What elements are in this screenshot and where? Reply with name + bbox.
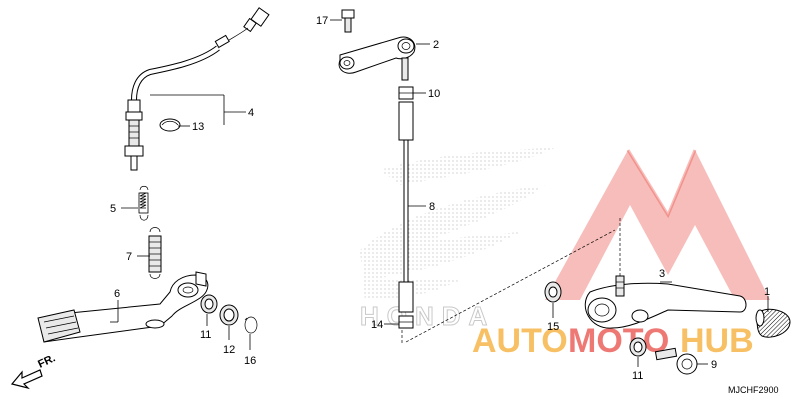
callout-4: 4: [248, 107, 254, 119]
part-10-nut: [398, 86, 414, 100]
part-7-spring: [148, 227, 162, 279]
watermark-hub: HUB: [680, 322, 754, 360]
part-16-clip: [244, 316, 258, 334]
watermark-auto: AUTO: [472, 322, 568, 360]
callout-11-left: 11: [200, 329, 211, 341]
callout-3: 3: [659, 268, 665, 280]
callout-9: 9: [711, 359, 717, 371]
part-14-nut: [398, 315, 414, 329]
part-3-pivot-arm: [584, 275, 747, 329]
part-11-washer-left: [200, 294, 218, 314]
part-5-spring: [138, 185, 149, 221]
callout-14: 14: [371, 319, 383, 331]
part-12-washer: [219, 304, 239, 326]
part-6-brake-pedal: [37, 271, 209, 343]
callout-12: 12: [223, 344, 235, 356]
autmotohub-watermark: AUTO MOTO HUB: [472, 149, 770, 360]
part-8-rod: [398, 101, 414, 313]
watermark-moto: MOTO: [568, 322, 669, 360]
part-4-stop-switch: [124, 7, 270, 171]
part-13-clip: [159, 118, 181, 132]
callout-5: 5: [110, 203, 116, 215]
part-9-bolt: [654, 347, 698, 375]
part-11-washer-right: [629, 337, 647, 357]
part-17-bolt: [341, 9, 355, 33]
part-1-pedal-rubber: [755, 308, 791, 338]
callout-6: 6: [114, 288, 120, 300]
callout-15: 15: [547, 321, 559, 333]
callout-1: 1: [764, 286, 770, 298]
callout-17: 17: [316, 15, 328, 27]
front-direction-arrow: FR.: [10, 352, 57, 390]
callout-16: 16: [244, 355, 256, 367]
front-arrow-label: FR.: [36, 352, 57, 370]
part-2-arm: [338, 36, 416, 81]
callout-10: 10: [428, 88, 440, 100]
callout-7: 7: [126, 251, 132, 263]
callout-2: 2: [433, 39, 439, 51]
callout-11-right: 11: [632, 370, 643, 382]
wing-logo-watermark: HONDA: [360, 148, 555, 332]
diagram-code: MJCHF2900: [728, 385, 779, 395]
callout-8: 8: [429, 201, 435, 213]
part-15-washer: [544, 281, 562, 303]
callout-13: 13: [192, 121, 204, 133]
svg-text:HONDA: HONDA: [360, 301, 495, 331]
